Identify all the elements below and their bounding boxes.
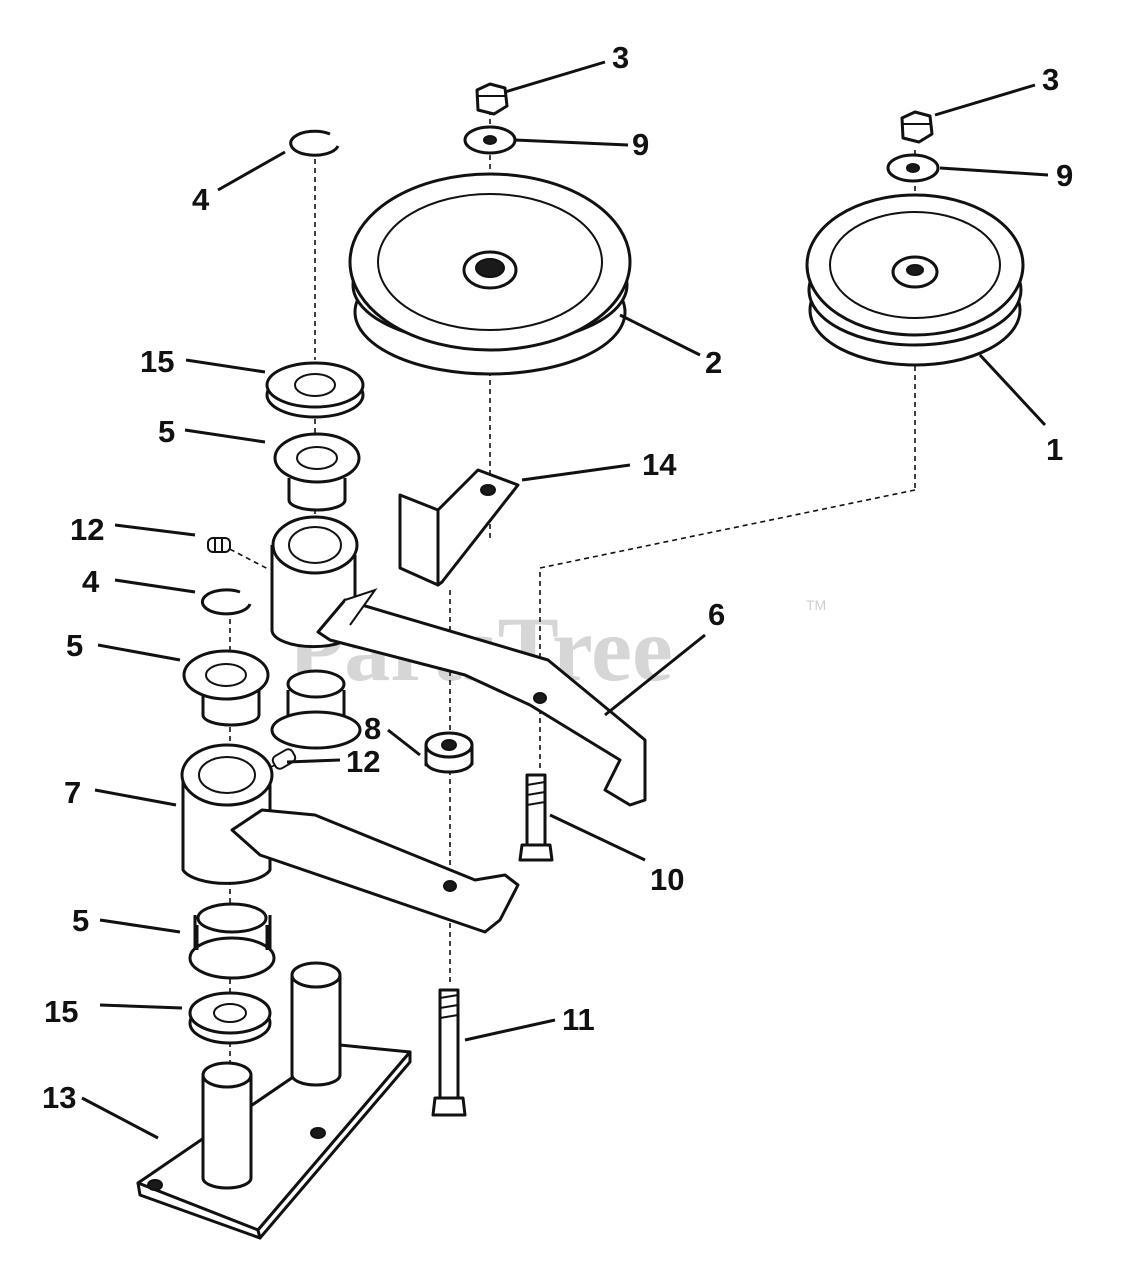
spacer-washer-upper: [265, 361, 365, 419]
callout-5-second: 5: [66, 628, 83, 663]
callout-12-upper: 12: [70, 512, 104, 547]
callout-10: 10: [650, 862, 684, 897]
belt-guide-bracket: [398, 468, 520, 587]
long-bolt: [431, 988, 467, 1117]
hex-nut-left: [475, 82, 509, 116]
spacer-washer-lower: [188, 991, 272, 1045]
callout-12-lower: 12: [346, 744, 380, 779]
leader-lines: [81, 60, 1049, 1140]
retaining-ring-lower: [200, 588, 252, 616]
callout-14: 14: [642, 447, 677, 482]
callout-6: 6: [708, 597, 725, 632]
flange-bushing-4: [270, 669, 362, 750]
callout-15-lower: 15: [44, 994, 78, 1029]
set-screw-lower: [271, 748, 297, 770]
callout-4-lower: 4: [82, 564, 100, 599]
callout-7: 7: [64, 775, 81, 810]
hex-nut-right: [900, 110, 934, 144]
large-idler-pulley: [348, 172, 632, 376]
idler-arm-upper: [270, 515, 647, 807]
callout-15-upper: 15: [140, 344, 174, 379]
callout-9-left: 9: [632, 127, 649, 162]
flange-bushing-1: [273, 432, 361, 512]
spacer-tube: [424, 731, 474, 774]
callout-1: 1: [1046, 432, 1063, 467]
watermark-trademark: TM: [806, 597, 826, 613]
idler-arm-lower: [180, 743, 520, 934]
washer-left: [463, 125, 517, 155]
small-idler-pulley: [805, 193, 1025, 367]
set-screw-upper: [207, 537, 231, 553]
callout-9-right: 9: [1056, 158, 1073, 193]
flange-bushing-3: [188, 902, 276, 980]
callout-4-upper: 4: [192, 182, 210, 217]
callouts: 3 3 9 9 4 4 2 1 15 15 5 5 5 14 12 12 6 8…: [42, 40, 1073, 1115]
retaining-ring-upper: [289, 129, 340, 157]
callout-13: 13: [42, 1080, 76, 1115]
callout-3-right: 3: [1042, 62, 1059, 97]
flange-bushing-2: [182, 649, 270, 727]
shoulder-bolt: [518, 773, 554, 862]
callout-5-third: 5: [72, 903, 89, 938]
callout-5-first: 5: [158, 414, 175, 449]
washer-right: [886, 153, 940, 183]
mounting-plate: [136, 961, 412, 1240]
callout-11: 11: [562, 1002, 595, 1037]
callout-8: 8: [364, 711, 381, 746]
callout-2: 2: [705, 345, 722, 380]
callout-3-left: 3: [612, 40, 629, 75]
